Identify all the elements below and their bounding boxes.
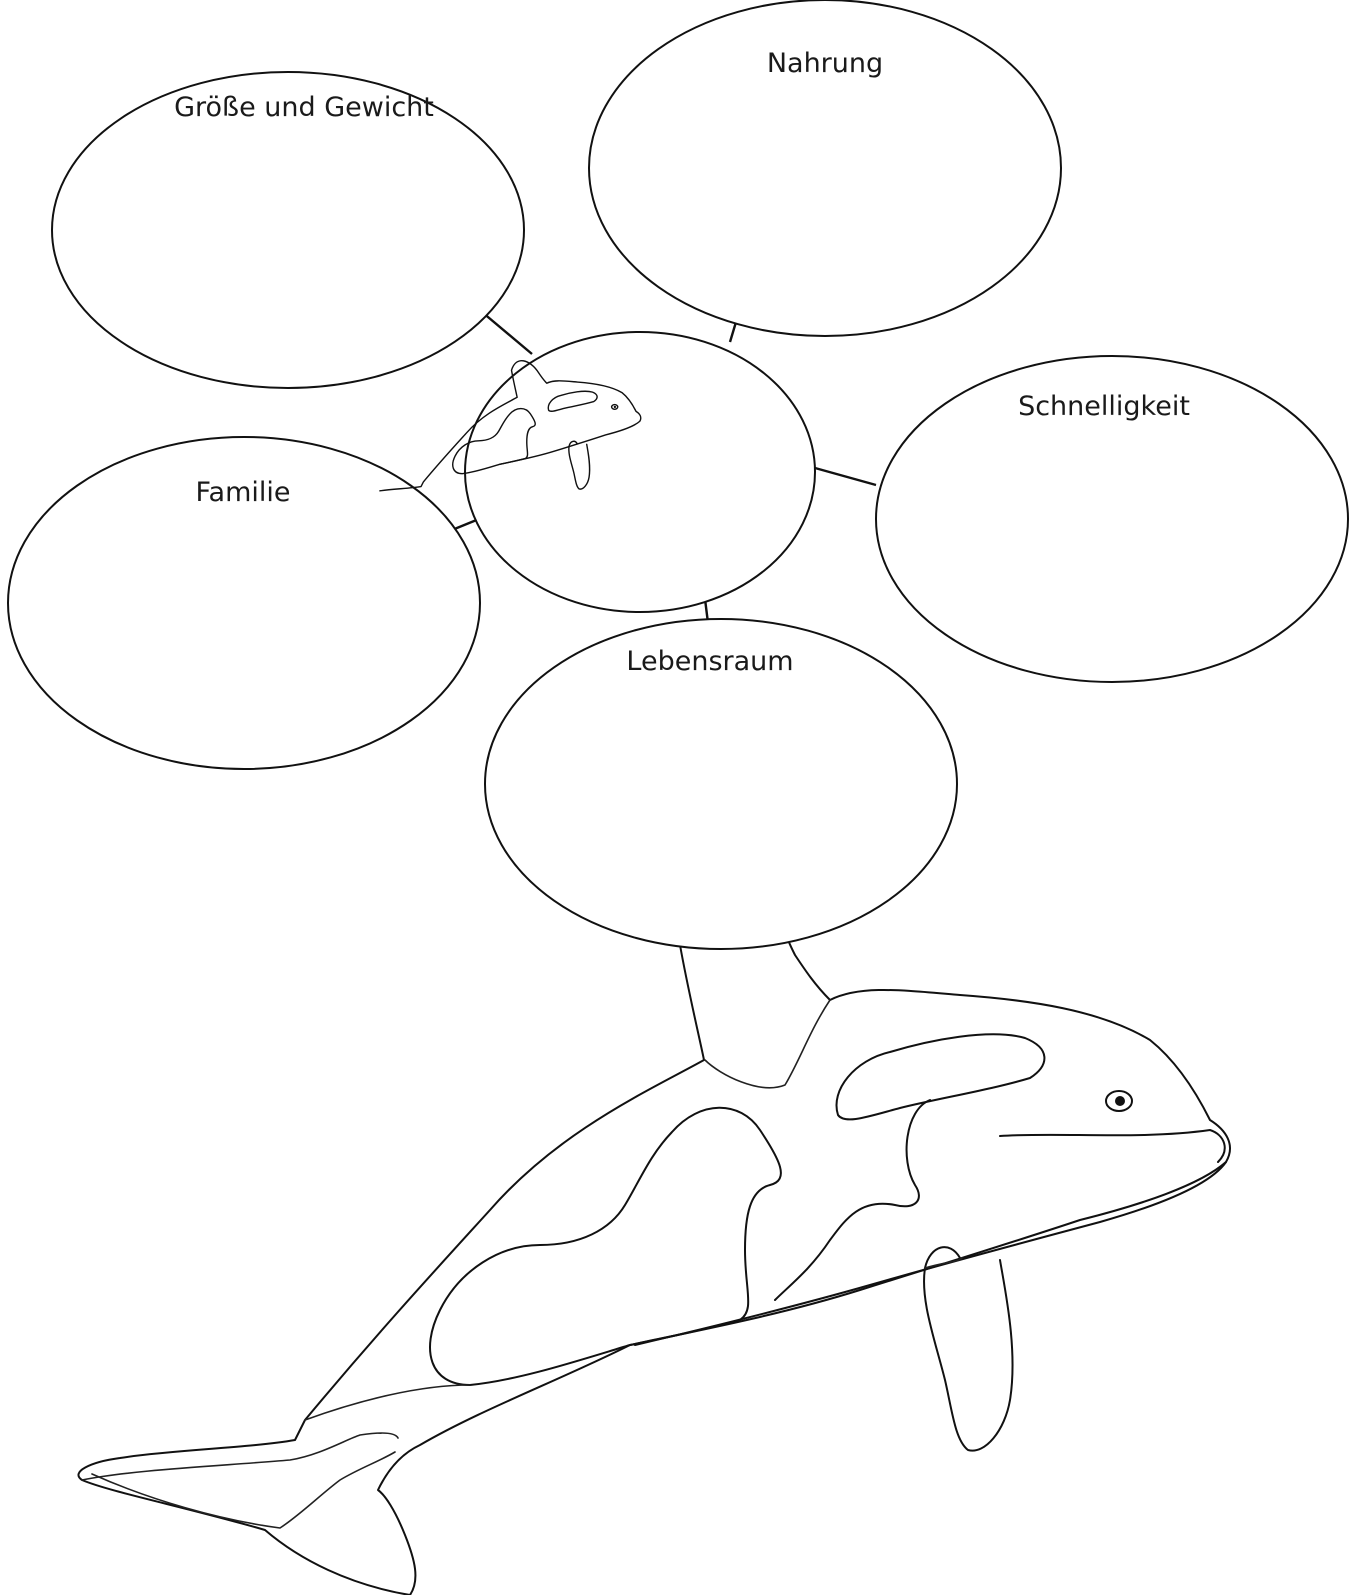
orca-saddle-front	[775, 1100, 930, 1300]
bubble-schnelligkeit: Schnelligkeit	[876, 356, 1348, 682]
bubble-familie-label: Familie	[195, 477, 290, 508]
connector-nahrung	[730, 322, 736, 342]
orca-flank-patch	[430, 1108, 781, 1385]
orca-jaw	[1000, 1130, 1225, 1162]
bubble-lebensraum-label: Lebensraum	[626, 646, 793, 677]
orca-body-outline	[78, 928, 1230, 1595]
orca-eye-patch	[837, 1034, 1045, 1119]
connector-schnelligkeit	[815, 468, 876, 485]
orca-illustration	[78, 928, 1230, 1595]
bubble-groesse-label: Größe und Gewicht	[174, 92, 434, 123]
bubble-groesse: Größe und Gewicht	[52, 72, 524, 388]
orca-dorsal-fin	[705, 1000, 830, 1088]
center-circle	[465, 332, 815, 612]
bubble-lebensraum: Lebensraum	[485, 619, 957, 949]
orca-pectoral-fin	[924, 1247, 1013, 1451]
bubble-nahrung: Nahrung	[589, 0, 1061, 336]
bubble-nahrung-label: Nahrung	[767, 48, 883, 79]
bubble-schnelligkeit-label: Schnelligkeit	[1018, 391, 1190, 422]
bubble-familie: Familie	[8, 437, 480, 769]
connector-groesse	[482, 312, 532, 354]
orca-pupil	[1115, 1096, 1125, 1106]
